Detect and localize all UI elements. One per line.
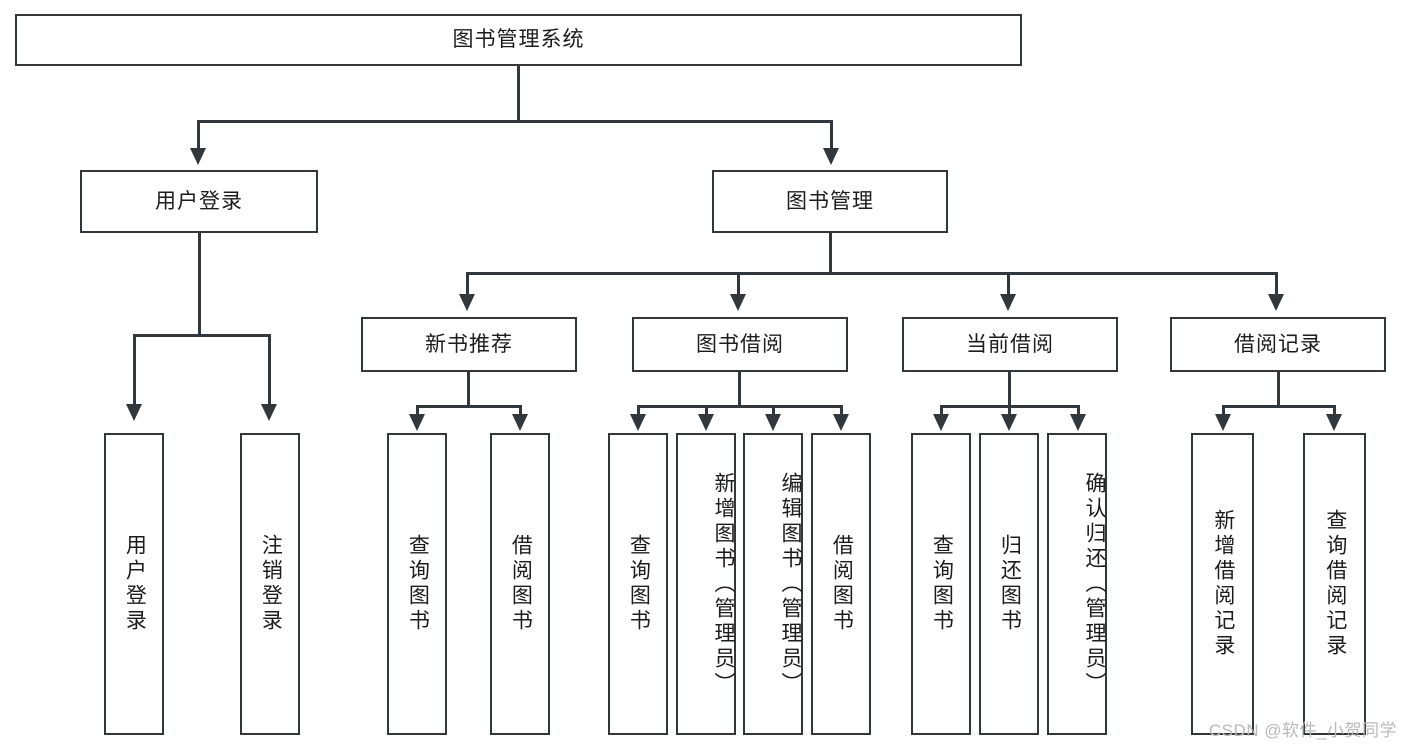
arrow-book-borrow-to-leaf-1 (630, 414, 646, 431)
node-label: 新书推荐 (425, 332, 513, 356)
node-borrow-record[interactable]: 借阅记录 (1170, 317, 1386, 372)
arrow-book-manage-to-current (1000, 294, 1016, 311)
node-label: 当前借阅 (966, 332, 1054, 356)
node-label: 图书借阅 (696, 332, 784, 356)
leaf-confirm-return-admin[interactable]: 确认归还（管理员） (1047, 433, 1107, 735)
node-label: 图书管理 (786, 189, 874, 213)
edge-borrow-record-bus (1222, 405, 1336, 408)
edge-current-borrow-to-leaf-1 (940, 405, 943, 417)
edge-user-login-to-leaf-1 (133, 334, 136, 406)
edge-current-borrow-to-leaf-3 (1077, 405, 1080, 417)
node-label: 查询图书 (406, 534, 430, 634)
edge-root-bus (197, 120, 833, 123)
edge-book-manage-stem (829, 233, 832, 274)
edge-book-borrow-stem (738, 372, 741, 407)
leaf-query-borrow-record[interactable]: 查询借阅记录 (1303, 433, 1366, 735)
node-book-management[interactable]: 图书管理 (712, 170, 948, 233)
leaf-user-login[interactable]: 用户登录 (104, 433, 164, 735)
leaf-edit-book-admin[interactable]: 编辑图书（管理员） (743, 433, 803, 735)
edge-user-login-to-leaf-2 (268, 334, 271, 406)
edge-user-login-bus (133, 334, 271, 337)
edge-borrow-record-to-leaf-2 (1333, 405, 1336, 417)
arrow-book-manage-to-new-book (459, 294, 475, 311)
arrow-borrow-record-to-leaf-2 (1326, 414, 1342, 431)
arrow-current-borrow-to-leaf-1 (933, 414, 949, 431)
edge-current-borrow-to-leaf-2 (1008, 405, 1011, 417)
node-label: 查询图书 (930, 534, 954, 634)
edge-new-book-to-leaf-1 (416, 405, 419, 417)
arrow-book-manage-to-borrow (730, 294, 746, 311)
node-label: 确认归还（管理员） (1083, 471, 1106, 697)
node-root-system[interactable]: 图书管理系统 (15, 14, 1022, 66)
node-label: 用户登录 (123, 534, 147, 634)
node-label: 借阅图书 (509, 534, 533, 634)
edge-book-borrow-to-leaf-1 (637, 405, 640, 417)
edge-root-stem (517, 66, 520, 122)
arrow-book-borrow-to-leaf-3 (765, 414, 781, 431)
arrow-book-borrow-to-leaf-4 (833, 414, 849, 431)
arrow-book-manage-to-record (1268, 294, 1284, 311)
edge-book-manage-to-borrow (737, 272, 740, 296)
edge-book-borrow-bus (637, 405, 843, 408)
leaf-borrow-book-recommend[interactable]: 借阅图书 (490, 433, 550, 735)
arrow-new-book-to-leaf-1 (409, 414, 425, 431)
leaf-query-book-recommend[interactable]: 查询图书 (387, 433, 447, 735)
node-label: 图书管理系统 (452, 28, 585, 52)
node-user-login[interactable]: 用户登录 (80, 170, 318, 233)
node-label: 查询借阅记录 (1323, 509, 1347, 659)
edge-borrow-record-stem (1277, 372, 1280, 407)
node-label: 编辑图书（管理员） (779, 471, 802, 697)
node-label: 查询图书 (627, 534, 651, 634)
arrow-user-login-to-leaf-2 (261, 404, 277, 421)
edge-borrow-record-to-leaf-1 (1222, 405, 1225, 417)
edge-root-to-user-login (197, 120, 200, 150)
leaf-query-book-borrow[interactable]: 查询图书 (608, 433, 668, 735)
edge-book-borrow-to-leaf-4 (840, 405, 843, 417)
node-label: 归还图书 (998, 534, 1022, 634)
edge-book-manage-to-current (1007, 272, 1010, 296)
node-label: 注销登录 (259, 534, 283, 634)
leaf-query-book-current[interactable]: 查询图书 (911, 433, 971, 735)
leaf-add-book-admin[interactable]: 新增图书（管理员） (676, 433, 736, 735)
edge-book-manage-to-record (1275, 272, 1278, 296)
node-label: 用户登录 (155, 189, 243, 213)
edge-new-book-to-leaf-2 (519, 405, 522, 417)
leaf-add-borrow-record[interactable]: 新增借阅记录 (1191, 433, 1254, 735)
edge-root-to-book-manage (830, 120, 833, 150)
arrow-current-borrow-to-leaf-3 (1070, 414, 1086, 431)
edge-current-borrow-stem (1008, 372, 1011, 407)
node-label: 新增借阅记录 (1211, 509, 1235, 659)
edge-new-book-bus (416, 405, 522, 408)
node-book-borrow[interactable]: 图书借阅 (632, 317, 848, 372)
arrow-borrow-record-to-leaf-1 (1215, 414, 1231, 431)
node-new-book-recommend[interactable]: 新书推荐 (361, 317, 577, 372)
watermark-text: CSDN @软件_小贺同学 (1208, 721, 1397, 740)
leaf-return-book[interactable]: 归还图书 (979, 433, 1039, 735)
node-label: 新增图书（管理员） (712, 471, 735, 697)
edge-new-book-stem (467, 372, 470, 407)
edge-user-login-stem (198, 233, 201, 336)
node-label: 借阅记录 (1234, 332, 1322, 356)
arrow-book-borrow-to-leaf-2 (698, 414, 714, 431)
edge-book-manage-to-new-book (466, 272, 469, 296)
edge-book-borrow-to-leaf-3 (772, 405, 775, 417)
leaf-logout[interactable]: 注销登录 (240, 433, 300, 735)
arrow-user-login-to-leaf-1 (126, 404, 142, 421)
node-current-borrow[interactable]: 当前借阅 (902, 317, 1118, 372)
edge-book-manage-bus (466, 272, 1278, 275)
arrow-new-book-to-leaf-2 (512, 414, 528, 431)
edge-book-borrow-to-leaf-2 (705, 405, 708, 417)
arrow-root-to-book-manage (823, 148, 839, 165)
arrow-current-borrow-to-leaf-2 (1001, 414, 1017, 431)
leaf-borrow-book[interactable]: 借阅图书 (811, 433, 871, 735)
node-label: 借阅图书 (830, 534, 854, 634)
arrow-root-to-user-login (190, 148, 206, 165)
